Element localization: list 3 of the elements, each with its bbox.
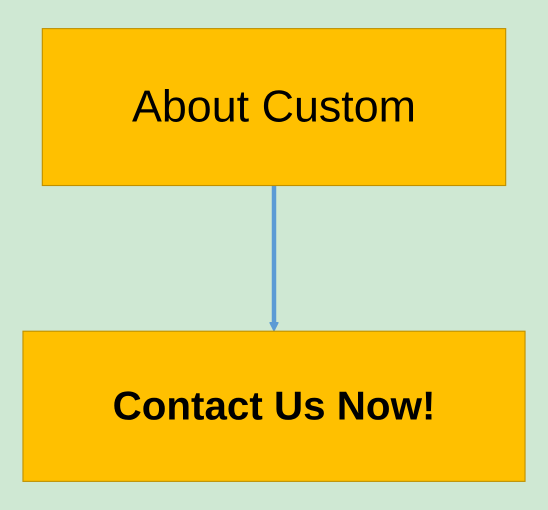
arrow (269, 186, 279, 332)
node-box: Contact Us Now! (22, 330, 526, 482)
node-box: About Custom (42, 28, 506, 186)
